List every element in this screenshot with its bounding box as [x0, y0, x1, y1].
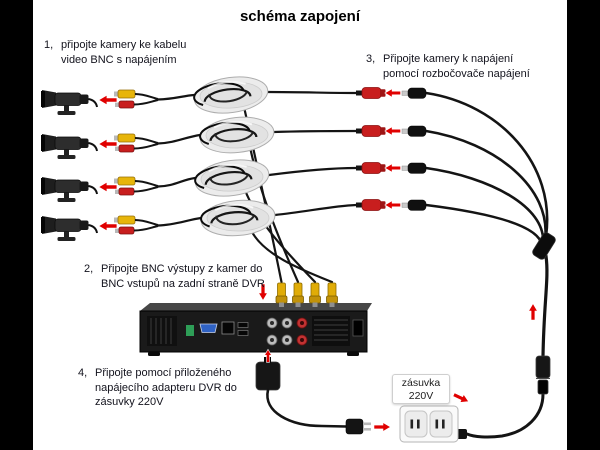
outlet-label-line: 220V	[408, 390, 434, 403]
dvr-bnc-connector-4	[326, 282, 338, 308]
step-line: BNC vstupů na zadní straně DVR	[101, 277, 265, 290]
outlet-label: zásuvka 220V	[392, 374, 450, 404]
power-cable-lines	[266, 90, 358, 217]
instruction-step-4: 4, Připojte pomocí přiloženého napájecíh…	[78, 366, 254, 410]
instruction-step-2: 2, Připojte BNC výstupy z kamer do BNC v…	[84, 262, 280, 291]
dc-power-plug-1	[401, 87, 427, 99]
step-number: 2,	[84, 263, 94, 275]
step-number: 4,	[78, 367, 88, 379]
dvr-unit-icon	[139, 303, 372, 356]
dc-power-jack-4	[355, 199, 386, 211]
dc-power-jack-1	[355, 87, 386, 99]
splitter-junction-icon	[532, 232, 556, 260]
bnc-power-pigtail-3	[113, 176, 159, 196]
cctv-camera-icon-1	[40, 89, 98, 116]
ethernet-port-icon	[221, 321, 235, 335]
splitter-fan-cables	[424, 91, 549, 248]
step-line: Připojte kamery k napájení	[383, 53, 514, 65]
outlet-label-line: zásuvka	[401, 377, 441, 389]
dc-power-plug-3	[401, 162, 427, 174]
step-line: zásuvky 220V	[95, 396, 164, 409]
dvr-bnc-connector-3	[309, 282, 321, 308]
step-line: připojte kamery ke kabelu	[61, 39, 187, 51]
step-text: připojte kamery ke kabelu video BNC s na…	[61, 38, 220, 67]
bnc-power-pigtail-1	[113, 89, 159, 109]
page-title: schéma zapojení	[239, 8, 361, 25]
arrow-to-power-jack-4	[384, 200, 401, 210]
dvr-bnc-connector-2	[292, 282, 304, 308]
step-text: Připojte BNC výstupy z kamer do BNC vstu…	[101, 262, 280, 291]
power-adapter-icon	[255, 357, 348, 428]
mains-plug-icon	[345, 418, 371, 435]
instruction-step-3: 3, Připojte kamery k napájení pomocí roz…	[366, 52, 548, 81]
step-line: pomocí rozbočovače napájení	[383, 67, 530, 80]
cctv-camera-icon-4	[40, 215, 98, 242]
step-number: 1,	[44, 39, 54, 51]
wall-outlet-icon	[399, 405, 459, 443]
bnc-power-pigtail-4	[113, 215, 159, 235]
camera-cable-lines	[156, 93, 203, 227]
dc-power-plug-4	[401, 199, 427, 211]
dvr-power-inlet	[352, 319, 364, 337]
cable-coil-1	[190, 71, 272, 119]
arrow-plug-to-outlet	[373, 422, 391, 432]
cable-coil-3	[191, 154, 273, 202]
arrow-to-power-jack-1	[384, 88, 401, 98]
step-line: Připojte pomocí přiloženého	[95, 367, 232, 379]
splitter-main-cable	[465, 254, 549, 439]
arrow-to-power-jack-2	[384, 126, 401, 136]
bnc-power-pigtail-2	[113, 133, 159, 153]
inline-coupler-icon	[535, 355, 551, 395]
dc-power-plug-2	[401, 125, 427, 137]
dvr-bnc-input-cluster	[266, 317, 308, 346]
step-line: napájecího adapteru DVR do	[95, 381, 237, 394]
step-line: Připojte BNC výstupy z kamer do	[101, 263, 263, 275]
step-number: 3,	[366, 53, 376, 65]
step-text: Připojte kamery k napájení pomocí rozboč…	[383, 52, 548, 81]
usb-port-icon	[237, 322, 249, 328]
dvr-power-led	[186, 325, 194, 336]
arrow-to-power-jack-3	[384, 163, 401, 173]
step-line: video BNC s napájením	[61, 53, 177, 66]
cctv-camera-icon-3	[40, 176, 98, 203]
arrow-outlet-label	[451, 390, 472, 407]
diagram-canvas	[33, 0, 567, 450]
instruction-step-1: 1, připojte kamery ke kabelu video BNC s…	[44, 38, 220, 67]
step-text: Připojte pomocí přiloženého napájecího a…	[95, 366, 254, 410]
dc-power-jack-2	[355, 125, 386, 137]
cable-coil-2	[197, 112, 277, 158]
vga-port-icon	[199, 323, 218, 333]
cctv-camera-icon-2	[40, 133, 98, 160]
arrow-splitter-up	[528, 303, 538, 321]
usb-port-icon	[237, 330, 249, 336]
dc-power-jack-3	[355, 162, 386, 174]
